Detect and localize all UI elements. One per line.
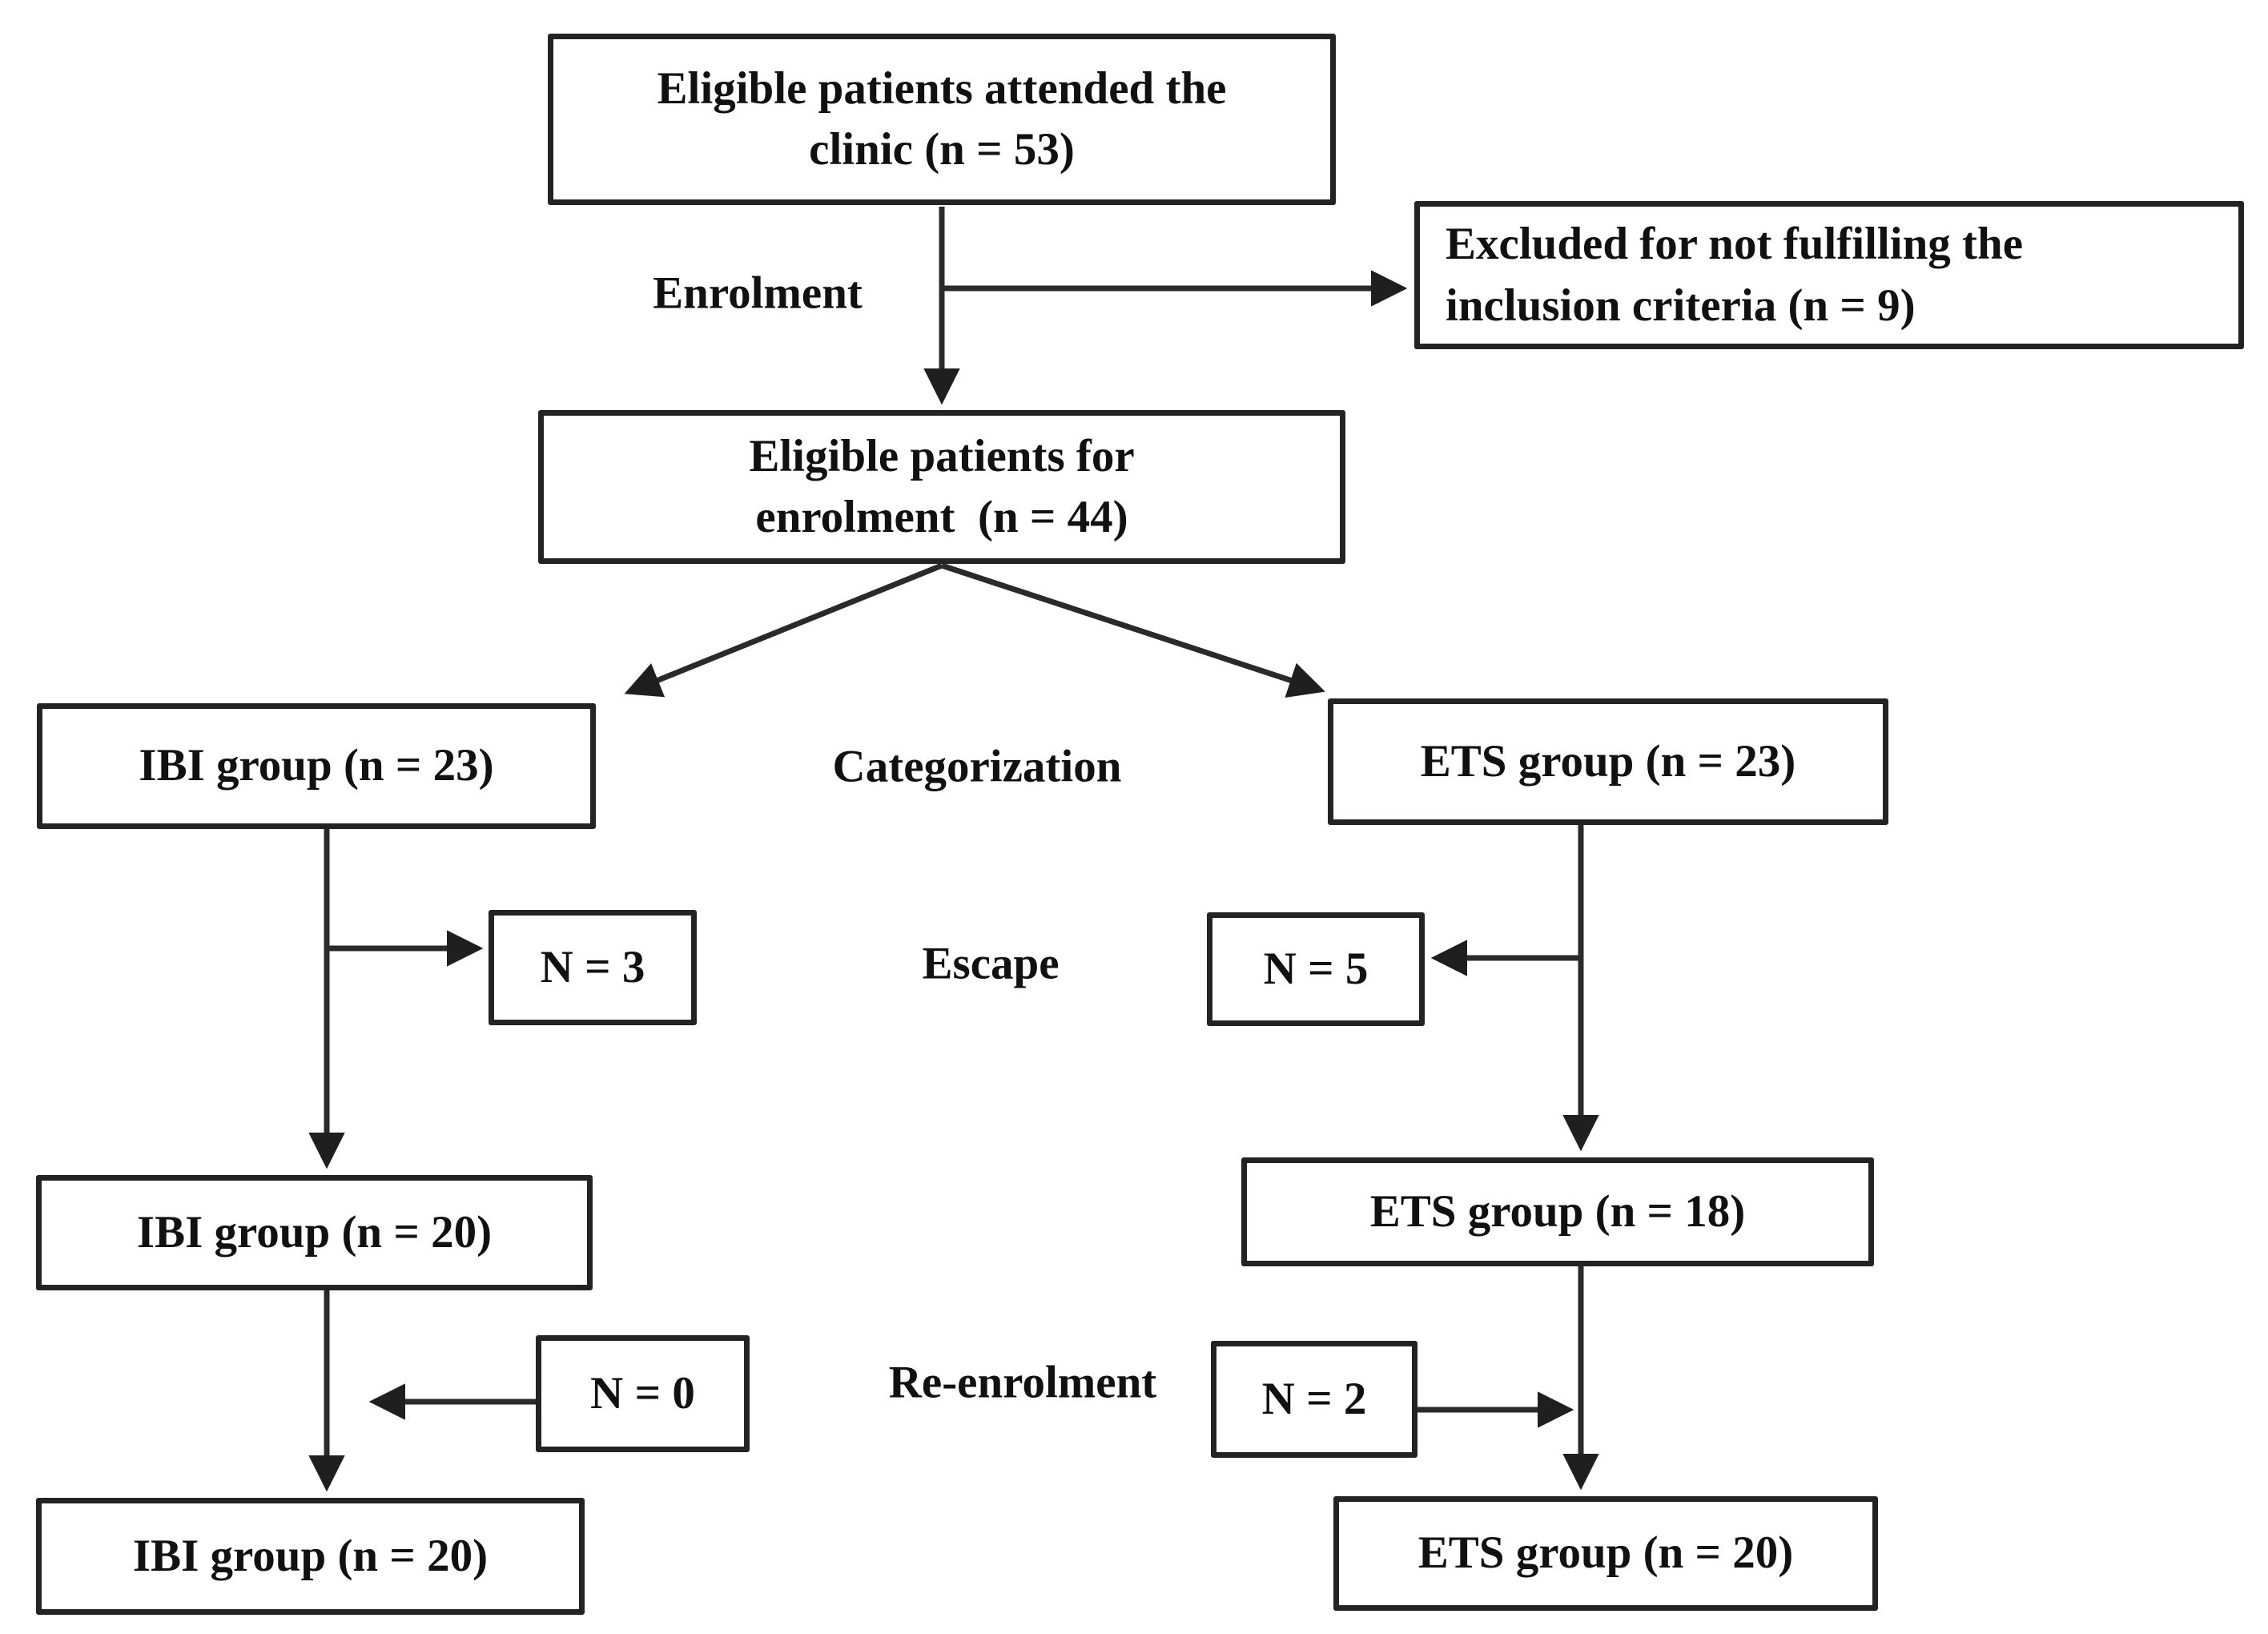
node-escape-ets-n5: N = 5 [1207, 912, 1425, 1026]
node-escape-ibi-n3: N = 3 [489, 910, 697, 1025]
node-ibi-group-20-label: IBI group (n = 20) [136, 1206, 493, 1258]
node-ibi-group-23: IBI group (n = 23) [37, 703, 596, 829]
stage-label-re-enrolment: Re-enrolment [888, 1357, 1157, 1408]
node-ibi-group-20-final-label: IBI group (n = 20) [132, 1530, 489, 1581]
stage-label-categorization: Categorization [832, 741, 1122, 792]
node-excluded: Excluded for not fulfilling the inclusio… [1414, 201, 2244, 349]
node-attended-clinic-label: Eligible patients attended the clinic (n… [657, 62, 1227, 175]
node-ibi-group-20-final: IBI group (n = 20) [36, 1498, 585, 1615]
node-reenrolment-ibi-n0: N = 0 [536, 1335, 750, 1452]
node-ets-group-20-final: ETS group (n = 20) [1333, 1496, 1878, 1611]
node-ets-group-20-final-label: ETS group (n = 20) [1418, 1527, 1794, 1579]
edge-eligible-to-ibi23 [624, 562, 943, 698]
stage-label-enrolment: Enrolment [653, 268, 863, 319]
node-escape-ets-n5-label: N = 5 [1263, 943, 1369, 994]
node-ets-group-23-label: ETS group (n = 23) [1420, 735, 1796, 787]
node-ibi-group-23-label: IBI group (n = 23) [139, 740, 494, 791]
edge-eligible-to-ets23 [940, 562, 1325, 698]
node-ibi-group-20: IBI group (n = 20) [36, 1175, 593, 1290]
node-eligible-for-enrolment: Eligible patients for enrolment (n = 44) [538, 410, 1345, 564]
node-reenrolment-ets-n2-label: N = 2 [1261, 1373, 1367, 1424]
node-attended-clinic: Eligible patients attended the clinic (n… [548, 34, 1336, 205]
node-eligible-for-enrolment-label: Eligible patients for enrolment (n = 44) [749, 430, 1135, 542]
node-escape-ibi-n3-label: N = 3 [540, 941, 645, 992]
stage-label-escape: Escape [922, 938, 1060, 989]
node-reenrolment-ets-n2: N = 2 [1211, 1341, 1418, 1458]
node-reenrolment-ibi-n0-label: N = 0 [590, 1367, 695, 1419]
node-ets-group-18: ETS group (n = 18) [1241, 1157, 1874, 1266]
node-ets-group-18-label: ETS group (n = 18) [1369, 1185, 1746, 1237]
node-ets-group-23: ETS group (n = 23) [1328, 698, 1888, 825]
node-excluded-label: Excluded for not fulfilling the inclusio… [1446, 219, 2024, 331]
